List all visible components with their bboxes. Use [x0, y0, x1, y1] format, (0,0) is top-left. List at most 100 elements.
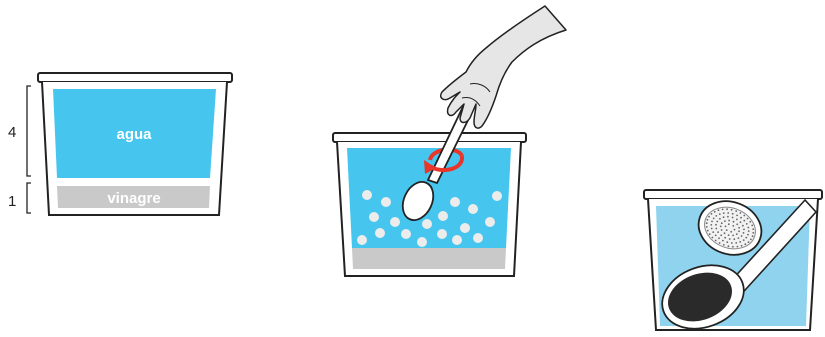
sprayer-hole: [742, 232, 745, 234]
sprayer-hole: [745, 223, 748, 225]
sprayer-hole: [737, 237, 740, 240]
sprayer-hole: [724, 225, 727, 228]
spoon-bowl: [401, 181, 435, 221]
sprayer-hole: [727, 245, 730, 248]
vinegar-fill: [57, 186, 210, 208]
sprayer-hole: [731, 216, 734, 219]
sprayer-hole: [736, 245, 739, 248]
sprayer-hole: [706, 229, 709, 232]
sprayer-hole: [738, 230, 740, 233]
sprayer-hole: [733, 228, 736, 231]
sprayer-hole: [718, 237, 720, 240]
sprayer-hole: [736, 214, 738, 217]
sprayer-hole: [722, 244, 725, 246]
sprayer-face-icon: [697, 200, 763, 256]
container-rim: [643, 189, 823, 200]
sprayer-hole: [747, 233, 749, 236]
sprayer-hole: [706, 218, 709, 221]
sprayer-hole: [732, 225, 735, 227]
sprayer-hole: [752, 231, 755, 234]
sprayer-hole: [714, 234, 717, 237]
sprayer-hole: [740, 235, 743, 237]
showerhead-icon: [661, 264, 745, 330]
sprayer-hole: [705, 222, 708, 225]
hand-finger-lines: [461, 83, 491, 107]
sprayer-hole: [740, 216, 742, 219]
sprayer-hole: [751, 235, 754, 238]
sprayer-hole: [740, 244, 743, 247]
sprayer-hole: [710, 224, 713, 226]
sprayer-hole: [724, 220, 726, 223]
sprayer-hole: [710, 213, 713, 215]
sprayer-hole: [745, 236, 748, 239]
sprayer-hole: [731, 212, 734, 215]
panel-mixing-ratio: agua vinagre: [26, 72, 233, 216]
sprayer-hole: [736, 223, 739, 226]
sprayer-hole: [715, 227, 718, 230]
hand-icon: [439, 5, 567, 129]
sprayer-hole: [732, 245, 734, 248]
sprayer-hole: [747, 226, 750, 229]
sprayer-hole: [710, 227, 713, 230]
sprayer-hole: [739, 221, 742, 224]
sprayer-hole: [711, 220, 713, 223]
ratio-vinegar-label: 1: [8, 193, 17, 210]
sprayer-hole: [730, 208, 733, 211]
sprayer-hole: [717, 231, 719, 234]
sprayer-hole: [722, 212, 725, 215]
sprayer-hole: [725, 229, 728, 232]
sprayer-hole: [735, 233, 738, 236]
sprayer-hole: [752, 228, 755, 231]
sprayer-hole: [728, 219, 730, 222]
container-rim: [37, 72, 233, 83]
sprayer-hole: [714, 239, 717, 242]
sprayer-hole: [738, 226, 740, 229]
sprayer-hole: [743, 214, 746, 217]
sprayer-hole: [743, 219, 746, 222]
sprayer-hole: [705, 226, 708, 228]
sprayer-hole: [712, 217, 715, 220]
sprayer-hole: [744, 243, 747, 246]
sprayer-hole: [750, 238, 752, 241]
sprayer-hole: [721, 208, 724, 211]
sprayer-hole: [726, 241, 729, 244]
sprayer-hole: [742, 239, 745, 242]
sprayer-hole: [730, 230, 733, 233]
sprayer-hole: [747, 241, 750, 244]
bubbles: [357, 190, 502, 247]
sprayer-hole: [732, 234, 734, 237]
sprayer-hole: [739, 212, 742, 214]
sprayer-hole: [718, 213, 721, 216]
sprayer-hole: [718, 242, 721, 244]
sprayer-hole: [746, 217, 749, 220]
sprayer-hole: [719, 217, 721, 220]
sprayer-hole: [747, 230, 750, 233]
sprayer-hole: [727, 223, 730, 226]
stir-arrow-head: [424, 160, 436, 174]
sprayer-hole: [716, 220, 719, 223]
sprayer-hole: [720, 229, 723, 231]
sediment-fill: [352, 248, 506, 269]
water-fill: [53, 89, 216, 178]
container-rim: [332, 132, 527, 143]
sprayer-hole: [708, 215, 710, 218]
sprayer-hole: [723, 232, 726, 235]
sprayer-hole: [715, 223, 717, 226]
sprayer-hole: [732, 220, 735, 223]
sprayer-hole: [712, 231, 715, 234]
sprayer-hole: [730, 242, 733, 244]
sprayer-hole: [720, 234, 723, 237]
sprayer-hole: [743, 228, 745, 231]
sprayer-hole: [749, 220, 752, 223]
sprayer-hole: [711, 236, 714, 239]
panel-stirring: [332, 5, 567, 277]
sprayer-hole: [736, 218, 738, 221]
sprayer-hole: [708, 233, 711, 236]
sprayer-hole: [719, 225, 722, 228]
sprayer-hole: [717, 209, 720, 212]
sprayer-hole: [739, 241, 742, 243]
water-text: agua: [116, 126, 152, 143]
vinegar-bracket: [26, 182, 31, 214]
